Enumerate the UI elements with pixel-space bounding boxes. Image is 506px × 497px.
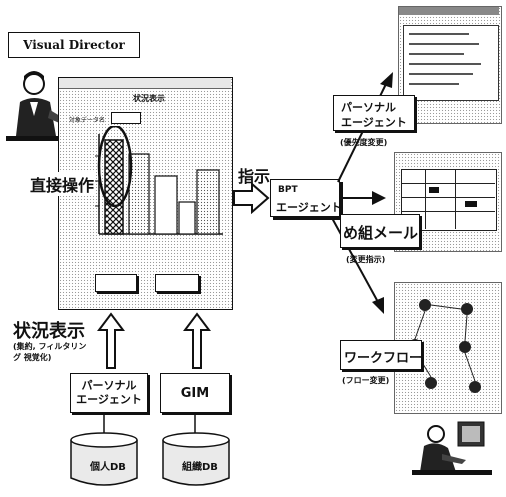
personal-agent-line2: エージェント xyxy=(76,393,142,406)
personal-agent-right-line2: エージェント xyxy=(341,116,407,129)
agent-screen-thumbnail xyxy=(398,6,502,124)
org-db-label: 組織DB xyxy=(182,462,218,473)
chart-bar-3 xyxy=(154,175,178,235)
chart-bar-1 xyxy=(104,139,124,235)
window-title: 状況表示 xyxy=(133,94,165,103)
workflow-label: ワークフロー xyxy=(344,351,423,366)
target-data-field[interactable] xyxy=(111,112,141,124)
bpt-label: BPT xyxy=(278,185,298,195)
status-bar-chart xyxy=(95,126,223,235)
status-display-sublabel: (集約, フィルタリング 視覚化) xyxy=(13,342,87,362)
arrow-to-workflow xyxy=(331,217,379,303)
personal-db-cylinder xyxy=(70,432,138,486)
direct-manipulation-highlight xyxy=(97,126,133,208)
target-data-label: 対象データ名 xyxy=(69,117,106,124)
personal-agent-line1: パーソナル xyxy=(81,379,137,392)
flow-change-caption: (フロー変更) xyxy=(342,376,390,385)
personal-agent-right-line1: パーソナル xyxy=(341,101,396,114)
up-arrow-left xyxy=(97,312,125,369)
org-db-cylinder xyxy=(162,432,230,486)
workflow-box: ワークフロー xyxy=(340,340,422,370)
gim-box: GIM xyxy=(160,373,230,413)
personal-agent-box-bottom: パーソナル エージェント xyxy=(70,373,148,413)
window-title-bar xyxy=(59,78,231,89)
instruct-label: 指示 xyxy=(238,167,271,186)
visual-director-title: Visual Director xyxy=(8,32,140,58)
chart-bar-2 xyxy=(128,153,150,235)
personal-agent-box-right: パーソナル エージェント xyxy=(333,95,415,131)
priority-change-caption: (優先度変更) xyxy=(340,138,388,147)
chart-bar-5 xyxy=(196,169,220,235)
direct-manipulation-label: 直接操作 xyxy=(29,172,96,196)
window-button-left[interactable] xyxy=(95,274,137,292)
mail-label: め組メール xyxy=(343,224,419,242)
chart-bar-4 xyxy=(178,201,196,235)
user-illustration-right xyxy=(412,421,492,475)
personal-db-label: 個人DB xyxy=(90,462,126,473)
up-arrow-right xyxy=(183,312,211,369)
mail-box: め組メール xyxy=(340,214,420,248)
status-display-label: 状況表示 xyxy=(13,321,85,342)
bpt-agent-box: BPT エージェント xyxy=(270,179,342,217)
change-instruction-caption: (変更指示) xyxy=(346,255,386,264)
window-button-right[interactable] xyxy=(155,274,199,292)
bpt-agent-label: エージェント xyxy=(276,201,342,214)
instruct-arrow xyxy=(233,182,270,214)
